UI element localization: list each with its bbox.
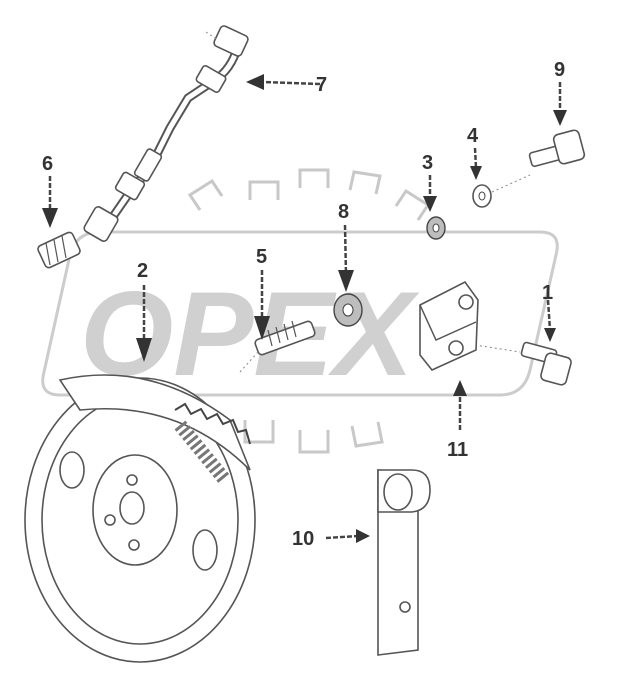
callout-2: 2 (137, 260, 148, 282)
callout-9: 9 (554, 59, 565, 81)
callout-4: 4 (467, 125, 479, 147)
gear-teeth (174, 402, 251, 485)
bolt-1 (474, 341, 572, 386)
callout-8: 8 (338, 201, 349, 223)
callout-1: 1 (542, 282, 553, 304)
stud (239, 320, 316, 373)
callout-3: 3 (422, 152, 433, 174)
callout-10: 10 (292, 528, 314, 550)
washer-4 (472, 174, 531, 208)
callout-7: 7 (316, 74, 327, 96)
idler-gear (24, 374, 256, 663)
callout-11: 11 (447, 439, 468, 461)
watermark-gear (187, 168, 431, 454)
callout-6: 6 (42, 153, 53, 175)
callout-labels: 7 9 4 3 6 8 5 2 1 11 10 (42, 59, 565, 550)
callout-arrows (42, 74, 567, 543)
callout-5: 5 (256, 246, 267, 268)
fuel-pipe (83, 25, 249, 242)
bracket (419, 280, 479, 371)
shaft-support (377, 469, 431, 656)
bolt-9 (528, 129, 586, 168)
banjo-fitting (37, 231, 81, 269)
washer-3 (426, 216, 446, 240)
washer-8 (333, 293, 363, 327)
